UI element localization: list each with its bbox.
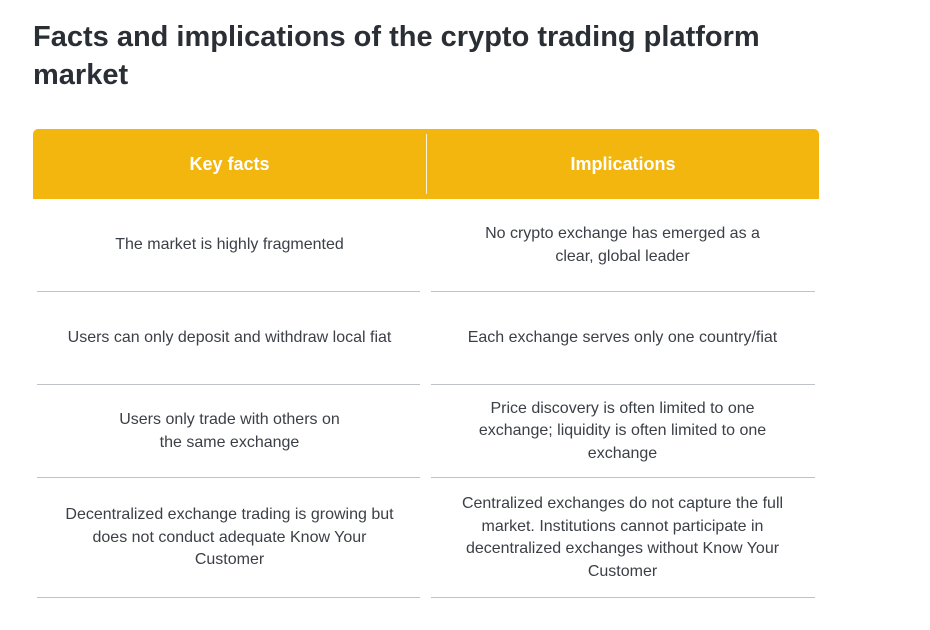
header-key-facts: Key facts <box>33 134 427 194</box>
fact-text: Users can only deposit and withdraw loca… <box>67 329 392 347</box>
fact-text: Decentralized exchange trading is growin… <box>65 506 394 569</box>
table-row: Decentralized exchange trading is growin… <box>33 478 819 598</box>
page-title: Facts and implications of the crypto tra… <box>33 21 760 91</box>
table-row: Users only trade with others on the same… <box>33 385 819 478</box>
implication-cell: No crypto exchange has emerged as a clea… <box>426 199 819 292</box>
fact-cell: Users only trade with others on the same… <box>33 385 426 478</box>
fact-text: Users only trade with others on the same… <box>119 411 340 451</box>
implication-cell: Each exchange serves only one country/fi… <box>426 292 819 385</box>
implication-text: Centralized exchanges do not capture the… <box>461 495 784 580</box>
table-row: The market is highly fragmented No crypt… <box>33 199 819 292</box>
implication-text: No crypto exchange has emerged as a clea… <box>485 225 760 265</box>
implication-text: Price discovery is often limited to one … <box>478 399 767 462</box>
table-header: Key facts Implications <box>33 129 819 199</box>
fact-cell: Decentralized exchange trading is growin… <box>33 478 426 598</box>
implication-cell: Price discovery is often limited to one … <box>426 385 819 478</box>
implication-cell: Centralized exchanges do not capture the… <box>426 478 819 598</box>
facts-table: Key facts Implications The market is hig… <box>33 129 819 598</box>
header-implications: Implications <box>570 153 676 174</box>
fact-cell: The market is highly fragmented <box>33 199 426 292</box>
fact-text: The market is highly fragmented <box>115 236 344 254</box>
fact-cell: Users can only deposit and withdraw loca… <box>33 292 426 385</box>
table-row: Users can only deposit and withdraw loca… <box>33 292 819 385</box>
implication-text: Each exchange serves only one country/fi… <box>467 329 778 347</box>
